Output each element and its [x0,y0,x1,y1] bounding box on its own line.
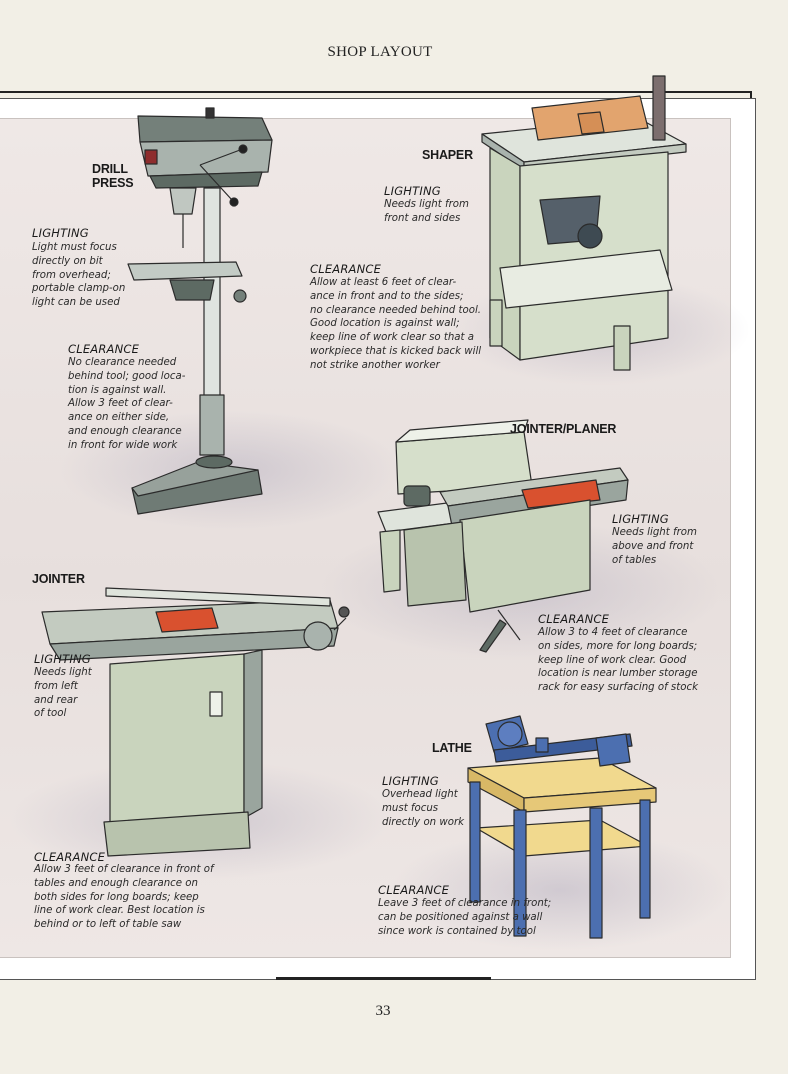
drill-press-lighting-label: LIGHTING [32,226,89,240]
drill-press-name: DRILL PRESS [92,162,134,190]
jointer-planer-lighting-text: Needs light from above and front of tabl… [612,527,697,566]
jointer-lighting-label: LIGHTING [34,652,91,666]
bottom-rule [276,977,491,980]
lathe-clearance-text: Leave 3 feet of clearance in front; can … [378,898,552,937]
top-rule-tick [750,91,752,99]
shaper-clearance-text: Allow at least 6 feet of clear- ance in … [310,277,482,371]
drill-press-clearance-text: No clearance needed behind tool; good lo… [68,357,186,451]
lathe-lighting-text: Overhead light must focus directly on wo… [382,789,465,828]
page-number: 33 [375,1003,391,1019]
header-title: SHOP LAYOUT [327,44,433,60]
shaper-lighting-text: Needs light from front and sides [384,199,469,224]
lathe-lighting-label: LIGHTING [382,774,439,788]
shaper-clearance-label: CLEARANCE [310,262,382,276]
jointer-planer-name: JOINTER/PLANER [510,422,617,436]
jointer-planer-lighting-label: LIGHTING [612,512,669,526]
jointer-name: JOINTER [32,572,85,586]
jointer-planer-illustration [377,419,629,653]
lathe-clearance-label: CLEARANCE [378,883,450,897]
shaper-name: SHAPER [422,148,473,162]
drill-press-lighting-text: Light must focus directly on bit from ov… [32,242,126,309]
drill-press-illustration [127,107,273,515]
jointer-clearance-text: Allow 3 feet of clearance in front of ta… [34,864,214,931]
jointer-planer-clearance-label: CLEARANCE [538,612,610,626]
lathe-illustration [467,715,657,939]
shaper-illustration [481,75,687,371]
jointer-lighting-text: Needs light from left and rear of tool [34,667,92,720]
jointer-illustration [41,587,350,857]
lathe-name: LATHE [432,741,472,755]
drill-press-clearance-label: CLEARANCE [68,342,140,356]
jointer-planer-clearance-text: Allow 3 to 4 feet of clearance on sides,… [538,627,698,694]
shaper-lighting-label: LIGHTING [384,184,441,198]
top-rule [0,91,752,93]
jointer-clearance-label: CLEARANCE [34,850,106,864]
